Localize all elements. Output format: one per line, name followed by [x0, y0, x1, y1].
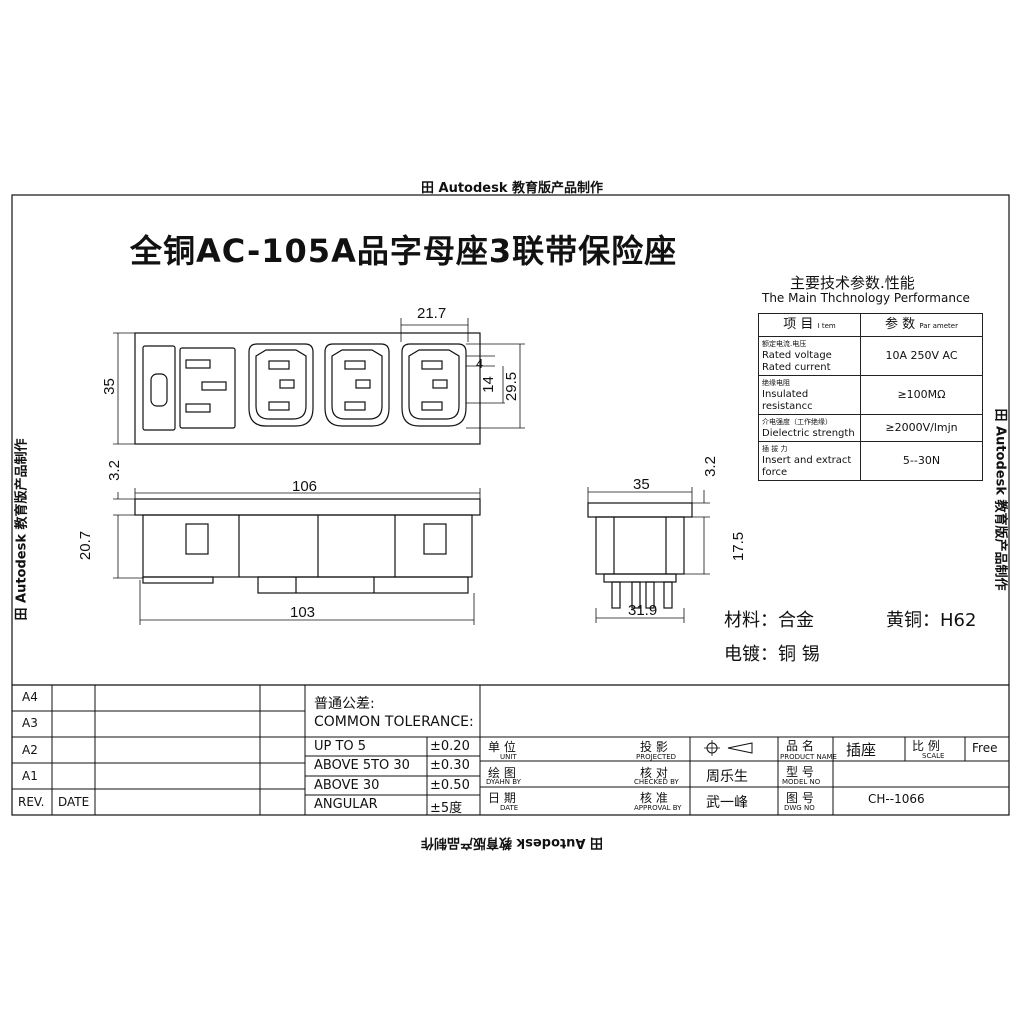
item-header-cn: 项 目	[783, 316, 814, 332]
row-label-en: Dielectric strength	[762, 428, 855, 439]
revision-a4: A4	[22, 690, 38, 704]
row-label-en: Insulated	[762, 389, 809, 400]
row-label-cn: 介电强度（工作绝缘）	[762, 418, 832, 426]
approval-en: APPROVAL BY	[634, 804, 682, 812]
performance-table: 项 目 I tem 参 数 Par ameter 额定电流.电压 Rated vo…	[758, 313, 983, 481]
drawn-by-cn: 绘 图	[488, 766, 516, 780]
dwg-en: DWG NO	[784, 804, 815, 812]
tolerance-range: UP TO 5	[314, 739, 367, 754]
top-view	[134, 498, 481, 594]
drawn-by-en: DYAHN BY	[486, 778, 521, 786]
row-value: ≥2000V/lmjn	[860, 414, 983, 442]
projected-en: PROJECTED	[636, 753, 677, 761]
row-value: 10A 250V AC	[860, 336, 983, 376]
drawing-title: 全铜AC-105A品字母座3联带保险座	[130, 232, 678, 270]
performance-table-header: 项 目 I tem 参 数 Par ameter	[758, 313, 983, 337]
unit-cn: 单 位	[488, 740, 516, 754]
row-label-cn: 绝缘电阻	[762, 379, 790, 387]
date-label: DATE	[58, 795, 90, 809]
product-name-cn: 品 名	[786, 739, 814, 753]
dim-31-9: 31.9	[628, 602, 658, 619]
row-value: ≥100MΩ	[860, 375, 983, 415]
tolerance-range: ABOVE 5TO 30	[314, 758, 410, 773]
dwg-value: CH--1066	[868, 792, 925, 806]
material-label: 材料：合金	[724, 610, 814, 631]
dim-4: 4	[476, 356, 484, 371]
product-name-en: PRODUCT NAME	[780, 753, 837, 761]
param-header-en: Par ameter	[919, 321, 958, 330]
dim-103: 103	[290, 604, 316, 621]
row-label-en: resistancc	[762, 401, 813, 412]
projected-cn: 投 影	[640, 740, 668, 754]
checked-by-cn: 核 对	[640, 766, 668, 780]
watermark-top: 田 Autodesk 教育版产品制作	[420, 181, 604, 196]
revision-a3: A3	[22, 716, 38, 730]
row-label-cn: 额定电流.电压	[762, 340, 807, 348]
date-cn: 日 期	[488, 791, 516, 805]
approval-value: 武一峰	[706, 795, 748, 811]
dwg-cn: 图 号	[786, 791, 814, 805]
brass-label: 黄铜：H62	[886, 610, 977, 631]
dim-3-2-right: 3.2	[701, 456, 719, 477]
side-view	[587, 502, 693, 609]
title-block-grid	[12, 685, 1009, 815]
date-en: DATE	[500, 804, 519, 812]
drawing-frame	[11, 194, 1010, 816]
tolerance-value: ±0.20	[430, 739, 470, 754]
rev-label: REV.	[18, 795, 45, 809]
item-header-en: I tem	[817, 321, 836, 330]
tolerance-value: ±5度	[430, 801, 463, 816]
dim-14: 14	[479, 376, 497, 393]
scale-en: SCALE	[922, 752, 945, 760]
unit-en: UNIT	[500, 753, 517, 761]
revision-a2: A2	[22, 743, 38, 757]
checked-by-value: 周乐生	[706, 769, 748, 785]
tolerance-range: ABOVE 30	[314, 778, 380, 793]
drawing-sheet	[10, 158, 1020, 858]
tolerance-range: ANGULAR	[314, 797, 378, 812]
model-cn: 型 号	[786, 765, 814, 779]
dim-3-2-left: 3.2	[105, 460, 123, 481]
performance-title-en: The Main Thchnology Performance	[762, 291, 970, 305]
row-label-en: Rated voltage	[762, 350, 832, 361]
row-label-en: force	[762, 467, 788, 478]
tolerance-value: ±0.30	[430, 758, 470, 773]
dim-17-5: 17.5	[730, 531, 748, 562]
tolerance-title-en: COMMON TOLERANCE:	[314, 714, 474, 730]
dim-29-5: 29.5	[503, 371, 521, 402]
dim-106: 106	[292, 478, 318, 495]
param-header-cn: 参 数	[885, 316, 916, 332]
row-value: 5--30N	[860, 441, 983, 481]
row-label-en: Rated current	[762, 362, 831, 373]
scale-cn: 比 例	[912, 739, 940, 753]
row-label-cn: 插 拔 力	[762, 445, 788, 453]
checked-by-en: CHECKED BY	[634, 778, 679, 786]
approval-cn: 核 准	[640, 791, 668, 805]
dim-35-front: 35	[100, 378, 118, 395]
row-label-en: Insert and extract	[762, 455, 852, 466]
performance-title-cn: 主要技术参数.性能	[790, 274, 915, 292]
model-en: MODEL NO	[782, 778, 821, 786]
front-view	[134, 332, 481, 445]
dim-35-side: 35	[633, 476, 650, 493]
scale-value: Free	[972, 741, 998, 755]
plating-label: 电镀：铜 锡	[724, 644, 820, 665]
performance-row: 介电强度（工作绝缘） Dielectric strength ≥2000V/lmj…	[758, 414, 983, 442]
dim-21-7: 21.7	[417, 305, 447, 322]
dim-20-7: 20.7	[77, 530, 95, 561]
product-name-value: 插座	[846, 741, 877, 759]
tolerance-value: ±0.50	[430, 778, 470, 793]
tolerance-title-cn: 普通公差:	[314, 696, 375, 712]
revision-a1: A1	[22, 769, 38, 783]
